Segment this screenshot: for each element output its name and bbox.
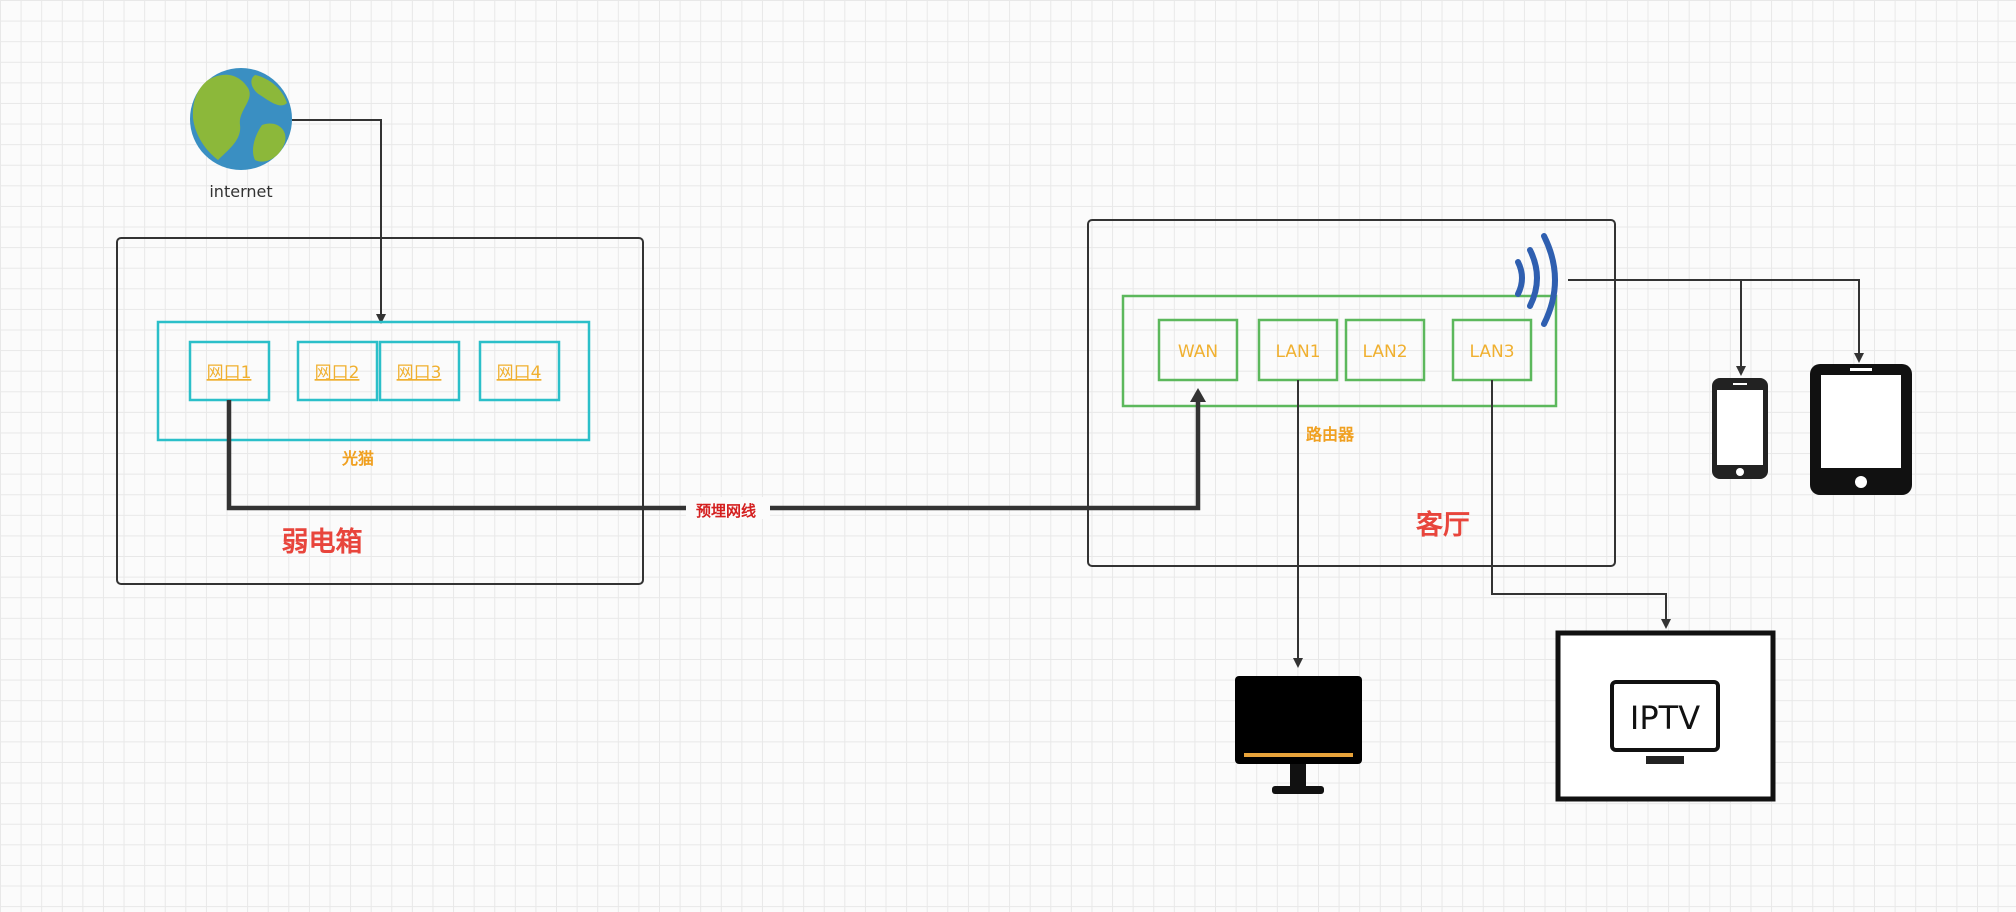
monitor-device	[1235, 676, 1362, 794]
lan3-link-iptv	[1491, 380, 1671, 629]
iptv-device: IPTV	[1555, 630, 1776, 802]
wifi-icon	[1515, 233, 1558, 327]
router-port-lan2[interactable]: LAN2	[1344, 318, 1426, 382]
optical-modem-label: 光猫	[341, 449, 374, 468]
modem-port-4-label: 网口4	[497, 363, 542, 383]
router-label: 路由器	[1306, 425, 1355, 444]
router-port-lan2-label: LAN2	[1362, 342, 1407, 362]
optical-modem-frame	[156, 320, 591, 442]
internet-link	[292, 119, 386, 324]
weak-current-box: 弱电箱 光猫 网口1 网口2 网口3 网口4	[116, 237, 644, 585]
tablet-device	[1810, 364, 1912, 495]
router-port-lan1[interactable]: LAN1	[1257, 318, 1339, 382]
modem-port-3[interactable]: 网口3	[378, 340, 461, 402]
phone-icon	[1712, 378, 1768, 479]
tv-icon	[1555, 630, 1776, 802]
globe-icon	[190, 68, 292, 170]
modem-port-3-label: 网口3	[397, 363, 442, 383]
weak-current-box-frame	[116, 237, 644, 585]
modem-port-1[interactable]: 网口1	[188, 340, 271, 402]
preburied-cable	[226, 388, 1206, 511]
preburied-cable-label-bg	[686, 497, 770, 519]
preburied-cable-label: 预埋网线	[696, 502, 756, 520]
internet-node: internet	[190, 68, 292, 201]
modem-port-1-label: 网口1	[207, 363, 252, 383]
wifi-link-tablet	[1741, 279, 1864, 363]
modem-port-2[interactable]: 网口2	[296, 340, 379, 402]
router-port-lan3[interactable]: LAN3	[1451, 318, 1533, 382]
optical-modem: 光猫 网口1 网口2 网口3 网口4	[156, 320, 591, 468]
router-port-lan3-label: LAN3	[1469, 342, 1514, 362]
weak-current-box-label: 弱电箱	[282, 526, 363, 558]
router-port-lan1-label: LAN1	[1275, 342, 1320, 362]
monitor-icon	[1235, 676, 1362, 794]
router-port-wan-label: WAN	[1178, 342, 1218, 362]
router: 路由器 WAN LAN1 LAN2 LAN3	[1121, 294, 1558, 444]
internet-label: internet	[209, 182, 272, 201]
modem-port-2-label: 网口2	[315, 363, 360, 383]
wifi-link-phone	[1568, 279, 1746, 376]
living-room-label: 客厅	[1416, 509, 1470, 541]
router-frame	[1121, 294, 1558, 408]
router-port-wan[interactable]: WAN	[1157, 318, 1239, 382]
iptv-label: IPTV	[1630, 699, 1700, 737]
living-room-box: 客厅 路由器 WAN LAN1 LAN2 LAN3	[1087, 219, 1616, 567]
modem-port-4[interactable]: 网口4	[478, 340, 561, 402]
tablet-icon	[1810, 364, 1912, 495]
phone-device	[1712, 378, 1768, 479]
living-room-box-frame	[1087, 219, 1616, 567]
